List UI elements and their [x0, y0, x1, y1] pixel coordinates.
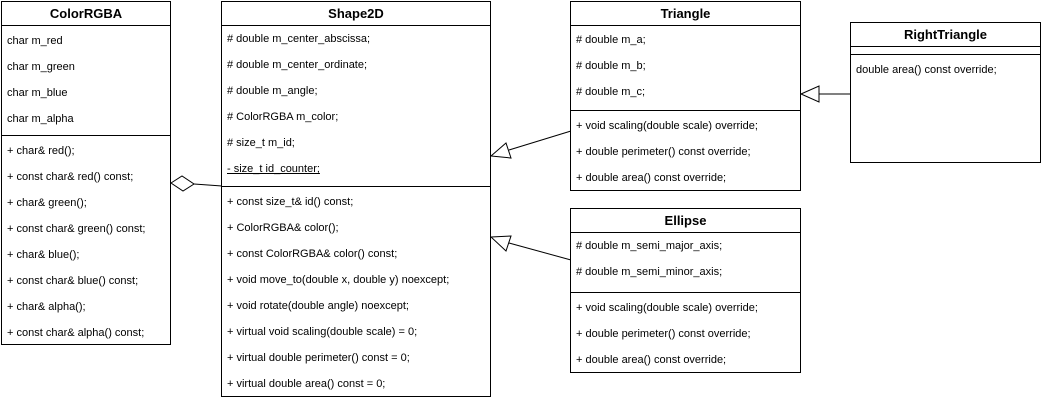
- class-name: Triangle: [571, 2, 800, 26]
- method: + const char& blue() const;: [7, 275, 139, 287]
- attribute: # double m_center_ordinate;: [227, 59, 368, 71]
- attributes-section: # double m_semi_major_axis; # double m_s…: [571, 233, 800, 293]
- class-name: Shape2D: [222, 2, 490, 26]
- method: double area() const override;: [856, 64, 997, 76]
- method: + void scaling(double scale) override;: [576, 302, 758, 314]
- method: + virtual void scaling(double scale) = 0…: [227, 326, 418, 338]
- method: + double area() const override;: [576, 354, 727, 366]
- method: + virtual double area() const = 0;: [227, 378, 386, 390]
- method: + double area() const override;: [576, 172, 727, 184]
- attribute: char m_blue: [7, 87, 68, 99]
- class-name: RightTriangle: [851, 23, 1040, 47]
- triangle-inheritance-line: [508, 130, 572, 151]
- ellipse-inheritance-line: [508, 242, 572, 261]
- method: + double perimeter() const override;: [576, 146, 751, 158]
- attribute: char m_green: [7, 61, 75, 73]
- aggregation-line: [193, 183, 223, 187]
- attribute: char m_alpha: [7, 113, 74, 125]
- method: + const char& alpha() const;: [7, 327, 145, 339]
- method: + const char& red() const;: [7, 171, 134, 183]
- attribute: char m_red: [7, 35, 63, 47]
- method: + void rotate(double angle) noexcept;: [227, 300, 409, 312]
- method: + char& blue();: [7, 249, 80, 261]
- attribute: # size_t m_id;: [227, 137, 295, 149]
- methods-section: + const size_t& id() const; + ColorRGBA&…: [222, 187, 490, 397]
- method: + void move_to(double x, double y) noexc…: [227, 274, 450, 286]
- triangle-inheritance-arrowhead: [489, 142, 512, 159]
- attributes-section: # double m_a; # double m_b; # double m_c…: [571, 26, 800, 111]
- method: + const size_t& id() const;: [227, 196, 354, 208]
- class-triangle[interactable]: Triangle # double m_a; # double m_b; # d…: [570, 1, 801, 191]
- methods-section: double area() const override;: [851, 55, 1040, 83]
- attributes-section: char m_red char m_green char m_blue char…: [2, 26, 170, 136]
- methods-section: + void scaling(double scale) override; +…: [571, 293, 800, 373]
- attribute: # double m_angle;: [227, 85, 318, 97]
- class-shape2d[interactable]: Shape2D # double m_center_abscissa; # do…: [221, 1, 491, 397]
- method: + char& red();: [7, 145, 75, 157]
- static-attribute: - size_t id_counter;: [227, 163, 320, 175]
- attributes-section: [851, 47, 1040, 55]
- righttriangle-inheritance-arrowhead: [799, 85, 820, 103]
- class-name: ColorRGBA: [2, 2, 170, 26]
- method: + ColorRGBA& color();: [227, 222, 339, 234]
- method: + const ColorRGBA& color() const;: [227, 248, 398, 260]
- attribute: # ColorRGBA m_color;: [227, 111, 339, 123]
- method: + const char& green() const;: [7, 223, 146, 235]
- ellipse-inheritance-arrowhead: [489, 235, 512, 252]
- class-name: Ellipse: [571, 209, 800, 233]
- method: + char& green();: [7, 197, 87, 209]
- attribute: # double m_center_abscissa;: [227, 33, 371, 45]
- class-colorrgba[interactable]: ColorRGBA char m_red char m_green char m…: [1, 1, 171, 345]
- method: + void scaling(double scale) override;: [576, 120, 758, 132]
- methods-section: + char& red(); + const char& red() const…: [2, 136, 170, 346]
- attributes-section: # double m_center_abscissa; # double m_c…: [222, 26, 490, 187]
- attribute: # double m_semi_major_axis;: [576, 240, 723, 252]
- attribute: # double m_a;: [576, 34, 646, 46]
- class-righttriangle[interactable]: RightTriangle double area() const overri…: [850, 22, 1041, 163]
- method: + virtual double perimeter() const = 0;: [227, 352, 410, 364]
- aggregation-diamond: [170, 175, 195, 192]
- attribute: # double m_semi_minor_axis;: [576, 266, 723, 278]
- attribute: # double m_c;: [576, 86, 646, 98]
- methods-section: + void scaling(double scale) override; +…: [571, 111, 800, 191]
- method: + double perimeter() const override;: [576, 328, 751, 340]
- method: + char& alpha();: [7, 301, 86, 313]
- class-ellipse[interactable]: Ellipse # double m_semi_major_axis; # do…: [570, 208, 801, 373]
- attribute: # double m_b;: [576, 60, 646, 72]
